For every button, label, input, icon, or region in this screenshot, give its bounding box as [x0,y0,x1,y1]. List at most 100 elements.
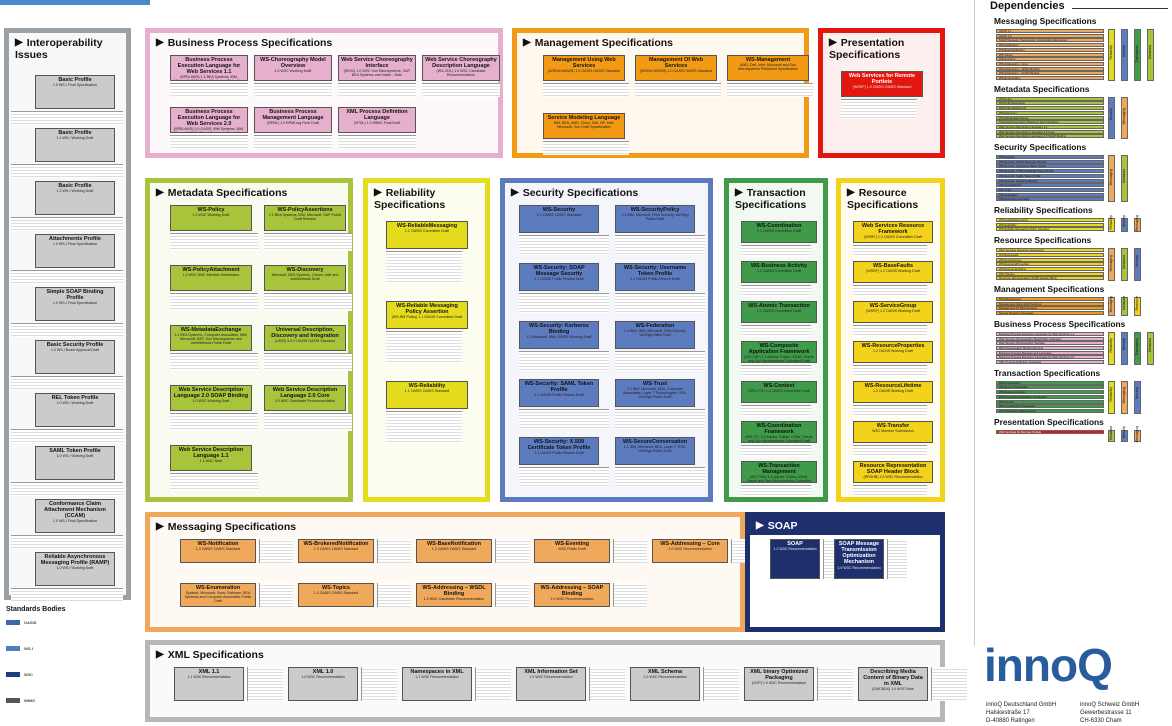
trans-spec-card[interactable]: WS-Composite Application Framework(WS-CA… [741,341,817,363]
meta-spec-card[interactable]: Web Service Description Language 2.0 Cor… [264,385,346,411]
res-spec-card[interactable]: Resource Representation SOAP Header Bloc… [853,461,933,483]
sec-title: ▶Security Specifications [511,187,639,200]
rel-spec-card[interactable]: WS-Reliable Messaging Policy Assertion(W… [386,301,468,329]
xml-spec-card[interactable]: Describing Media Content of Binary Data … [858,667,928,701]
mgmt-spec-card[interactable]: Management Of Web Services(WSDM-MOWS) 1.… [635,55,717,81]
meta-spec-card[interactable]: Web Service Description Language 2.0 SOA… [170,385,252,411]
spec-detail: (WS-RM Policy) 1.1 OASIS Committee Draft [391,315,463,320]
res-spec-card[interactable]: Web Services Resource Framework(WSRF) 1.… [853,221,933,243]
trans-spec-card[interactable]: WS-Coordination Framework(WS-CF) 1.0 Arj… [741,421,817,443]
dependencies-rule [1072,8,1168,9]
top-accent-bar [0,0,150,5]
address-switzerland: innoQ Schweiz GmbH Gewerbestrasse 11 CH-… [1080,702,1140,724]
bp-spec-card[interactable]: Web Service Choreography Description Lan… [422,55,500,81]
bp-spec-card[interactable]: Business Process Execution Language for … [170,55,248,81]
pres-spec-card[interactable]: Web Services for Remote Portlets(WSRP) 1… [841,71,923,97]
spec-description-block [841,99,917,119]
bp-spec-card[interactable]: Business Process Execution Language for … [170,107,248,133]
trans-spec-card[interactable]: WS-Context(WS-CTX) 1.0 OASIS Committee D… [741,381,817,403]
section-arrow-icon: ▶ [156,37,164,49]
spec-name: Describing Media Content of Binary Data … [863,669,923,688]
spec-detail: 1.0 WS-I Working Draft [56,454,94,459]
spec-name: WS-PolicyAttachment [182,267,240,273]
xml-spec-card[interactable]: XML binary Optimized Packaging(XOP) 1.0 … [744,667,814,701]
mgmt-spec-card[interactable]: Management Using Web Services(WSDM-MUWS)… [543,55,625,81]
spec-name: WS-Addressing – WSDL Binding [422,585,486,598]
spec-description-block [170,413,258,431]
bp-spec-card[interactable]: Web Service Choreography Interface(WSCI)… [338,55,416,81]
dependency-row: WS-BaseFaults [996,252,1104,257]
res-spec-card[interactable]: WS-BaseFaults(WSRF) 1.2 OASIS Working Dr… [853,261,933,283]
spec-description-block [853,405,927,417]
dependency-bar [1108,331,1115,365]
spec-name: Business Process Management Language [262,109,324,122]
interop-spec-card[interactable]: Conformance Claim Attachment Mechanism (… [35,499,115,533]
dependency-bar [1121,155,1128,202]
section-arrow-icon: ▶ [523,37,531,49]
bp-spec-card[interactable]: XML Process Definition Language(XPDL) 1.… [338,107,416,133]
res-spec-card[interactable]: WS-ServiceGroup(WSRF) 1.2 OASIS Working … [853,301,933,323]
bp-spec-card[interactable]: Business Process Management Language(BPM… [254,107,332,133]
dependency-group-title: Metadata Specifications [994,83,1090,94]
spec-description-block [853,365,927,377]
dependency-row: WS-PolicyAttachment [996,106,1104,111]
soap-spec-card[interactable]: SOAP Message Transmission Optimization M… [834,539,884,579]
sec-spec-card[interactable]: WS-Security: X.509 Certificate Token Pro… [519,437,599,465]
dependency-row: Web Service Description Language 2.0 SOA… [996,134,1104,139]
interop-spec-card[interactable]: Reliable Asynchronous Messaging Profile … [35,552,115,586]
meta-spec-card[interactable]: Universal Description, Discovery and Int… [264,325,346,351]
trans-spec-card[interactable]: WS-Transaction Management(WS-TXM) 1.0 Ar… [741,461,817,483]
